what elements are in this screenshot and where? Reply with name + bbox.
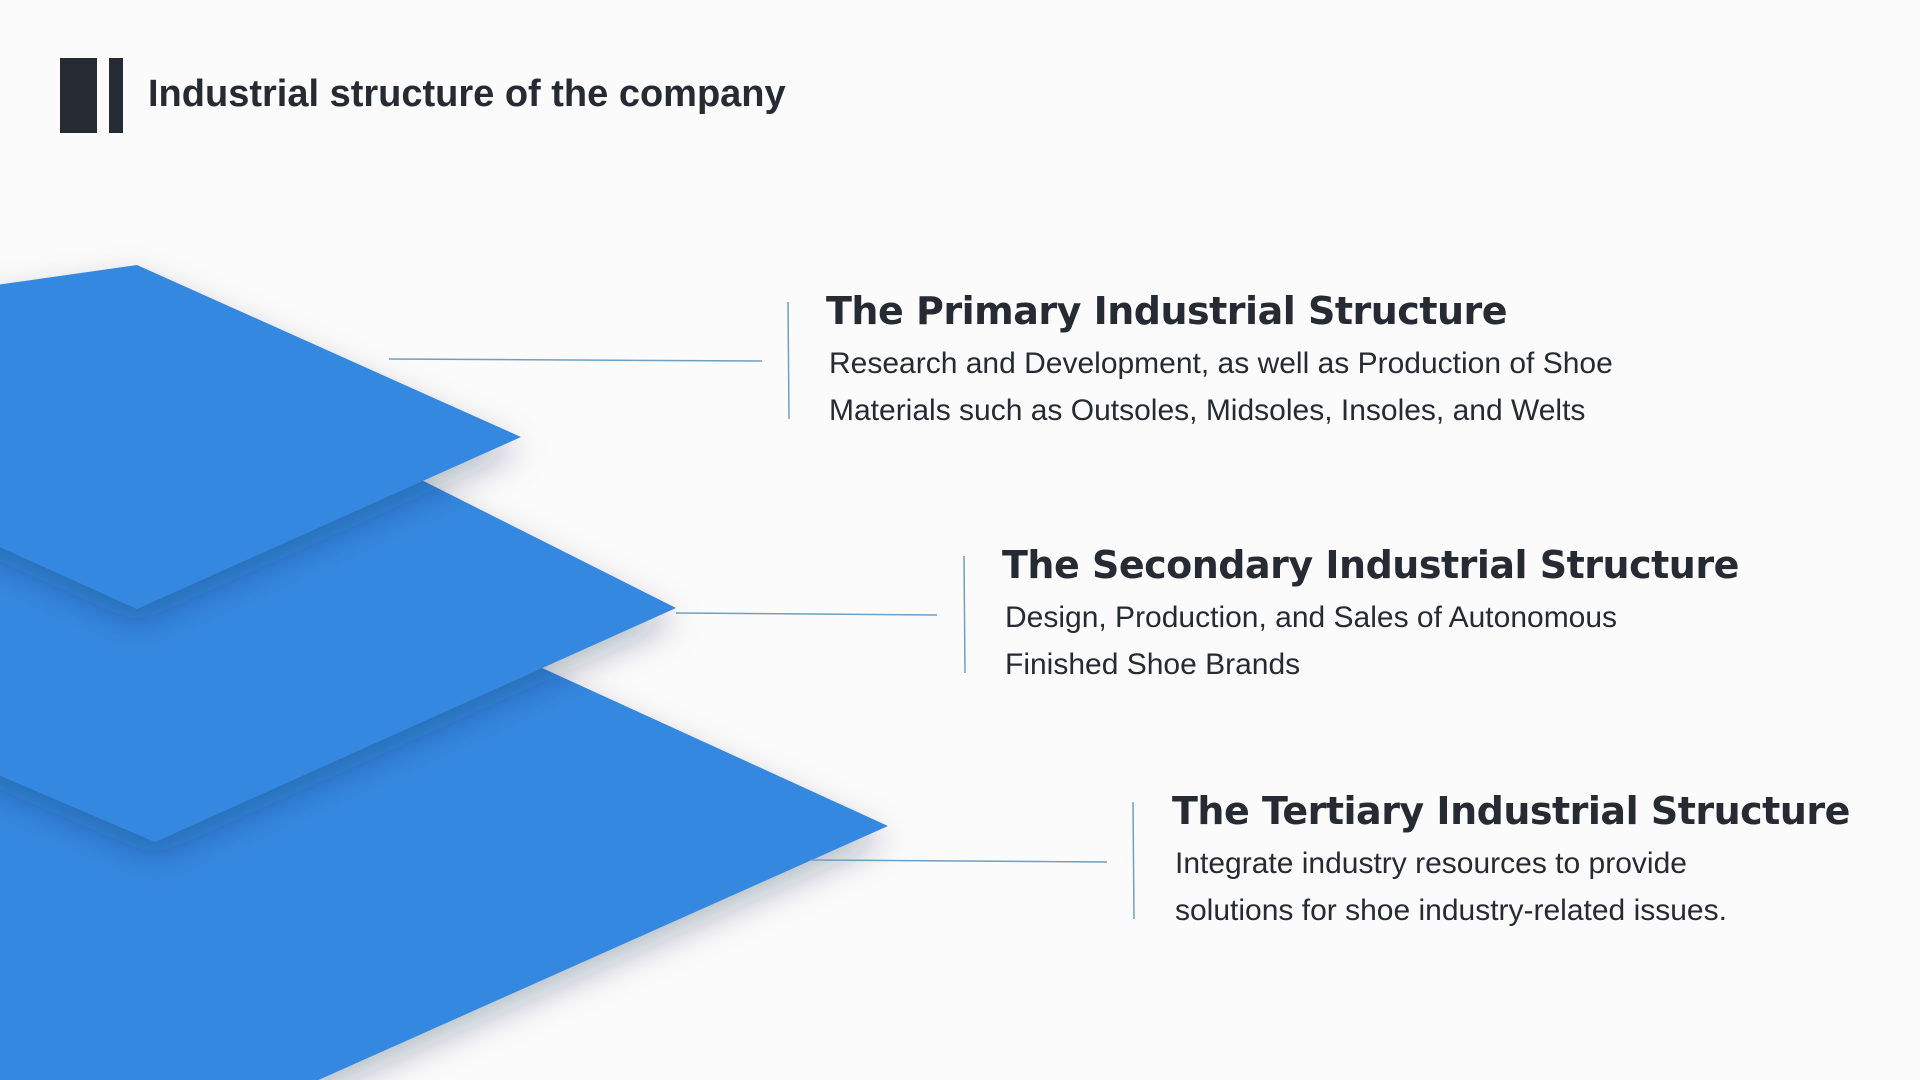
description-line: Design, Production, and Sales of Autonom… [1005, 601, 1618, 634]
layer-heading: The Primary Industrial Structure [826, 289, 1508, 333]
layer-shape-primary [0, 265, 521, 609]
layer-tertiary: The Tertiary Industrial Structure Integr… [1172, 786, 1850, 934]
description-line: solutions for shoe industry-related issu… [1175, 894, 1727, 927]
layer-description: Research and Development, as well as Pro… [829, 340, 1613, 434]
connector-tertiary [811, 859, 1108, 863]
layer-heading: The Tertiary Industrial Structure [1172, 789, 1850, 833]
divider-secondary [963, 555, 966, 674]
layer-heading: The Secondary Industrial Structure [1002, 543, 1739, 587]
divider-tertiary [1132, 801, 1135, 920]
layer-description: Integrate industry resources to provide … [1175, 840, 1850, 934]
connector-primary [388, 358, 763, 362]
title-marker-icon [60, 58, 123, 133]
connector-secondary [675, 612, 938, 616]
layer-primary: The Primary Industrial Structure Researc… [826, 286, 1613, 434]
description-line: Finished Shoe Brands [1005, 648, 1301, 681]
divider-primary [787, 301, 790, 420]
layer-description: Design, Production, and Sales of Autonom… [1005, 594, 1739, 688]
description-line: Materials such as Outsoles, Midsoles, In… [829, 394, 1586, 427]
description-line: Integrate industry resources to provide [1175, 847, 1687, 880]
layer-secondary: The Secondary Industrial Structure Desig… [1002, 540, 1739, 688]
page-title: Industrial structure of the company [148, 73, 786, 115]
description-line: Research and Development, as well as Pro… [829, 347, 1613, 380]
